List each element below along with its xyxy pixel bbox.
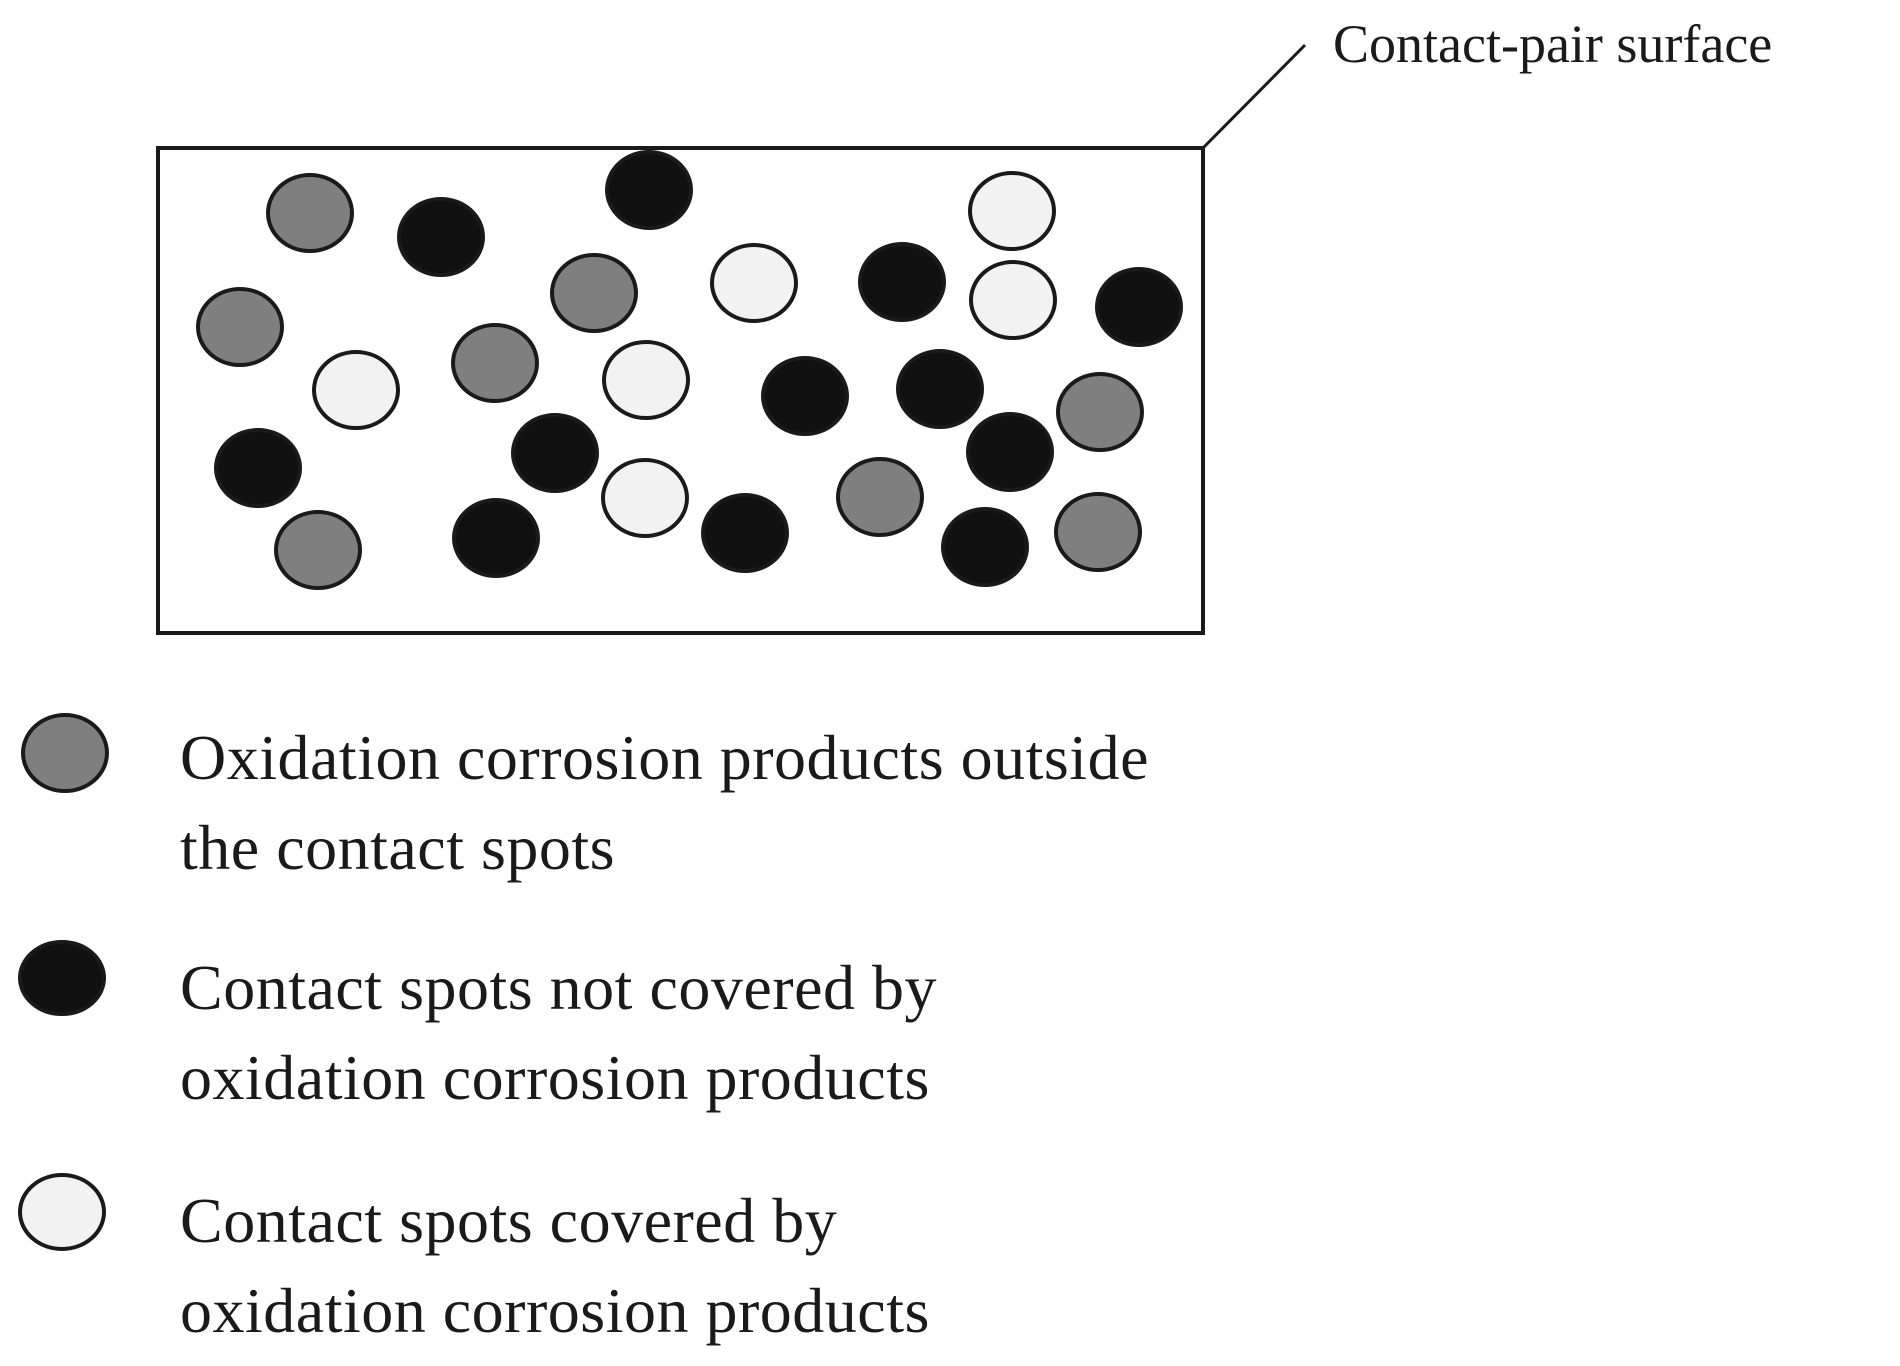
covered-contact-spot-25 [602,340,690,420]
oxidation-product-spot-2 [196,287,284,367]
uncovered-contact-spot-17 [966,412,1054,492]
black-circle-icon [18,940,106,1016]
legend-item-oxidation-outside: Oxidation corrosion products outside the… [0,713,1400,893]
gray-circle-icon [21,713,109,793]
legend-label-oxidation-outside: Oxidation corrosion products outside the… [180,722,1149,883]
surface-label: Contact-pair surface [1333,14,1772,74]
legend-label-contact-uncovered: Contact spots not covered by oxidation c… [180,952,937,1113]
surface-label-leader-line [1201,43,1307,150]
oxidation-product-spot-7 [1056,372,1144,452]
oxidation-product-spot-1 [266,173,354,253]
uncovered-contact-spot-12 [1095,267,1183,347]
covered-contact-spot-26 [601,458,689,538]
oxidation-product-spot-4 [550,253,638,333]
covered-contact-spot-23 [969,260,1057,340]
legend-label-contact-covered: Contact spots covered by oxidation corro… [180,1185,930,1346]
uncovered-contact-spot-20 [941,507,1029,587]
oxidation-product-spot-5 [274,510,362,590]
oxidation-product-spot-3 [451,323,539,403]
uncovered-contact-spot-18 [452,498,540,578]
uncovered-contact-spot-14 [511,413,599,493]
uncovered-contact-spot-11 [858,242,946,322]
legend-item-contact-uncovered: Contact spots not covered by oxidation c… [0,940,1400,1123]
uncovered-contact-spot-19 [701,493,789,573]
covered-contact-spot-21 [968,171,1056,251]
uncovered-contact-spot-13 [214,428,302,508]
legend-item-contact-covered: Contact spots covered by oxidation corro… [0,1173,1400,1356]
uncovered-contact-spot-15 [761,356,849,436]
uncovered-contact-spot-16 [896,349,984,429]
oxidation-product-spot-8 [1054,492,1142,572]
white-circle-icon [18,1173,106,1251]
uncovered-contact-spot-9 [397,197,485,277]
oxidation-product-spot-6 [836,457,924,537]
spot-group [196,150,1183,590]
covered-contact-spot-22 [710,243,798,323]
covered-contact-spot-24 [312,350,400,430]
uncovered-contact-spot-10 [605,150,693,230]
